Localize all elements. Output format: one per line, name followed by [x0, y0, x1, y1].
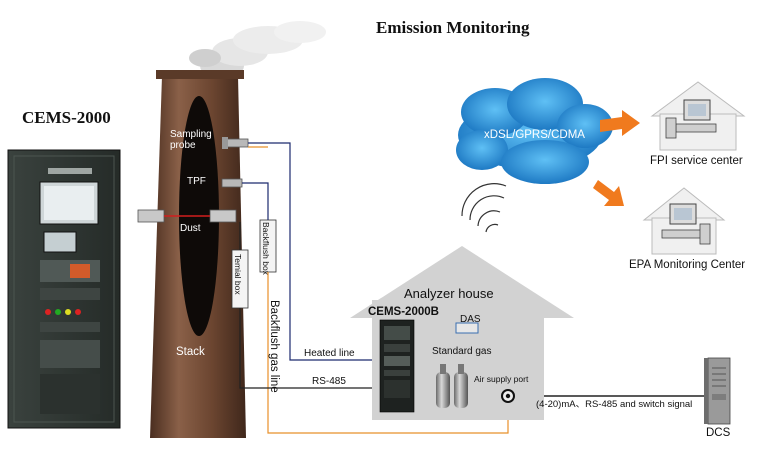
dcs-server-icon	[704, 357, 731, 425]
arrow-to-epa-icon	[593, 180, 624, 206]
dcs-label: DCS	[706, 427, 731, 439]
wireless-signal-icon	[461, 183, 507, 233]
tpf-line	[242, 182, 269, 220]
backflush-box-label: Backflush box	[261, 222, 271, 275]
rs485-line	[239, 308, 378, 389]
analyzer-model-label: CEMS-2000B	[368, 306, 439, 318]
fpi-center-label: FPI service center	[650, 155, 743, 167]
tpf-label: TPF	[187, 176, 206, 187]
analyzer-house-label: Analyzer house	[404, 286, 494, 301]
backflush-gas-line-label: Backflush gas line	[268, 300, 280, 393]
air-supply-port-label: Air supply port	[474, 374, 529, 384]
network-cloud-icon	[456, 78, 613, 184]
sampling-probe-label: Sampling probe	[170, 129, 212, 151]
heated-line	[248, 142, 378, 361]
cems-2000-label: CEMS-2000	[22, 108, 111, 127]
sampling-probe	[222, 137, 249, 149]
standard-gas-label: Standard gas	[432, 346, 492, 357]
dust-label: Dust	[180, 223, 201, 234]
cloud-label: xDSL/GPRS/CDMA	[484, 129, 585, 141]
terminal-box-label: Temial box	[233, 254, 243, 295]
cems-2000-cabinet	[7, 149, 121, 429]
fpi-center-icon	[650, 81, 746, 151]
stack-label: Stack	[176, 346, 205, 358]
standard-gas-cylinders	[436, 364, 468, 408]
smoke-plume	[189, 21, 326, 78]
das-unit	[455, 322, 479, 334]
epa-center-label: EPA Monitoring Center	[629, 259, 746, 271]
tpf-probe	[221, 178, 243, 188]
epa-center-icon	[642, 187, 726, 255]
arrow-to-fpi-icon	[600, 110, 640, 136]
heated-line-label: Heated line	[304, 348, 355, 359]
rs485-label: RS-485	[312, 376, 346, 387]
das-label: DAS	[460, 314, 481, 325]
signal-label: (4-20)mA、RS-485 and switch signal	[536, 399, 693, 410]
page-title: Emission Monitoring	[376, 18, 530, 37]
dust-monitor	[137, 209, 237, 223]
air-supply-port	[501, 389, 515, 403]
cems-2000b-cabinet	[379, 319, 415, 413]
